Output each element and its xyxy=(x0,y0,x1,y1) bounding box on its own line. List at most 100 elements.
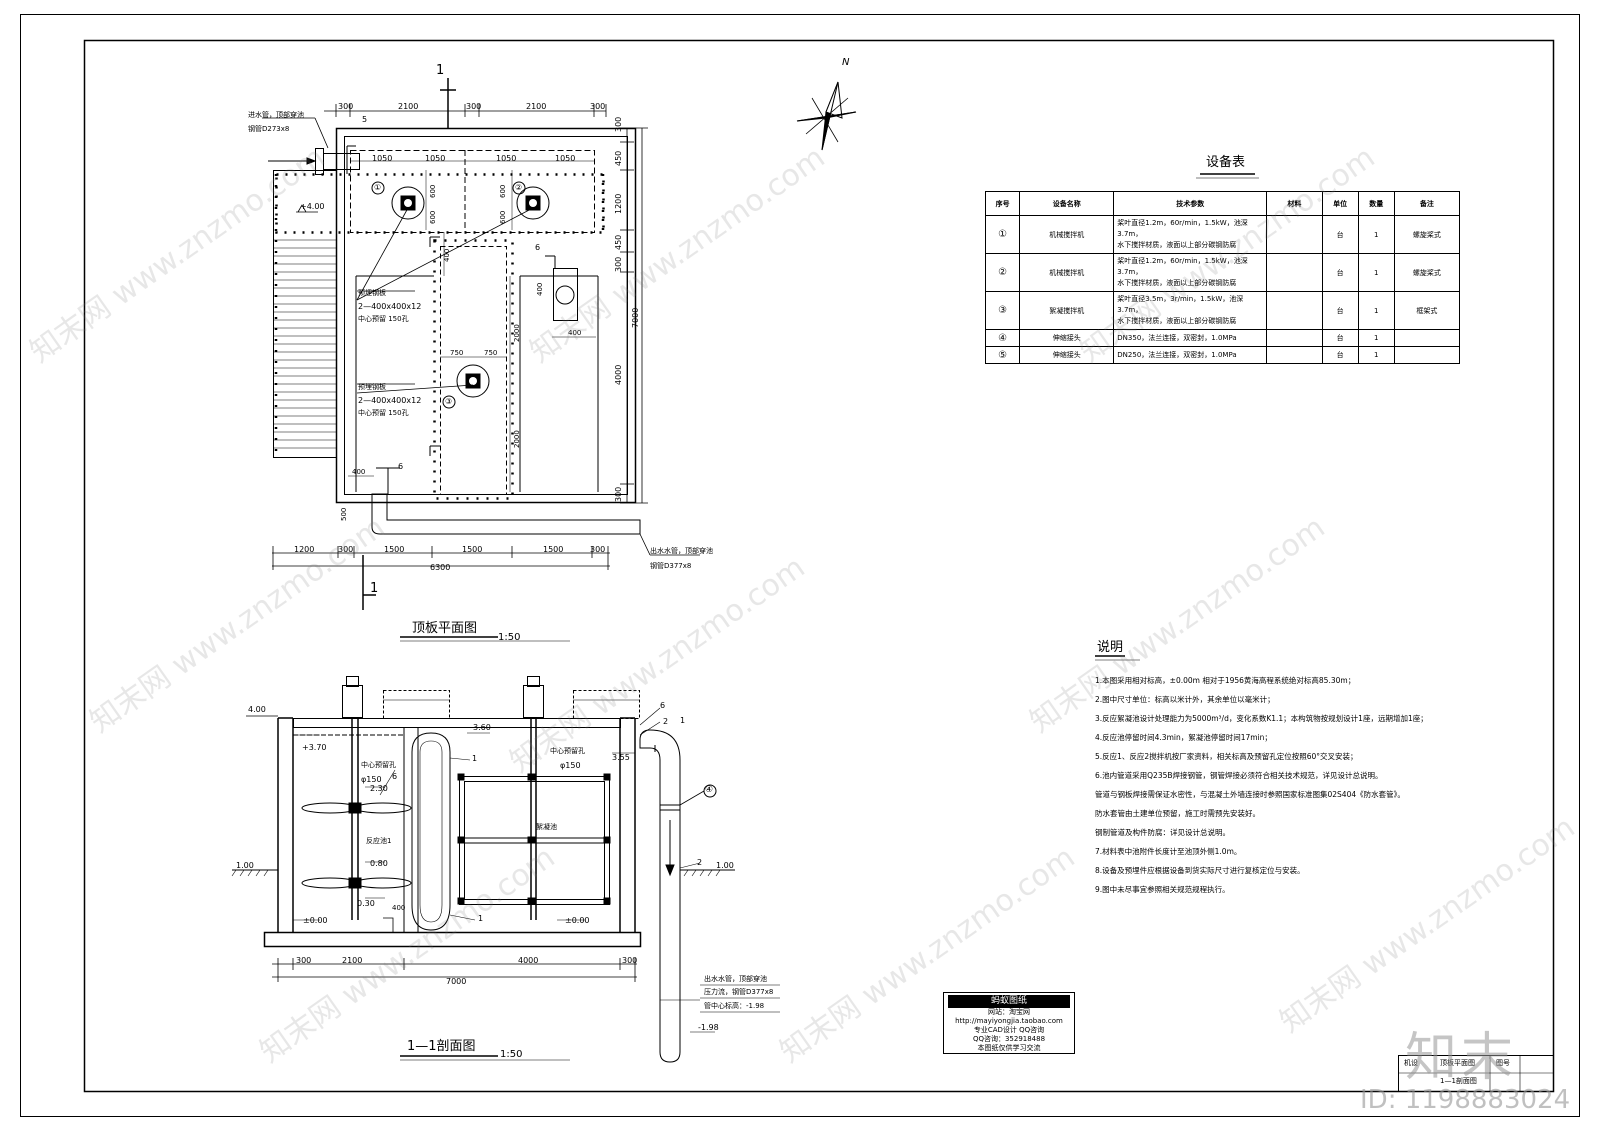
table-header: 备注 xyxy=(1393,191,1461,216)
section-scale: 1:50 xyxy=(500,1049,523,1060)
table-header: 序号 xyxy=(984,191,1021,216)
dim-bottom: 300 xyxy=(338,545,354,554)
section-mark-bottom: 1 xyxy=(370,581,379,596)
elev-label: 2.30 xyxy=(370,784,388,793)
notes-title: 说明 xyxy=(1097,640,1124,655)
callout-1: 1 xyxy=(680,716,686,725)
section-dim: 2100 xyxy=(342,956,363,965)
elev-label: 4.00 xyxy=(248,705,266,714)
callout-5: 5 xyxy=(362,115,368,124)
note-item: 7.材料表中池附件长度计至池顶外侧1.0m。 xyxy=(1095,847,1242,856)
callout-6: 6 xyxy=(535,243,541,252)
section-mark-top: 1 xyxy=(436,63,445,78)
plate-note: 中心预留 150孔 xyxy=(358,409,409,417)
tank-label: 絮凝池 xyxy=(536,823,557,831)
dim-inner: 2000 xyxy=(513,430,521,448)
outlet-pipe-spec: 钢管D377x8 xyxy=(650,562,692,570)
callout-1: 1 xyxy=(478,914,484,923)
section-dim-total: 7000 xyxy=(446,977,467,986)
dim-inner: 600 xyxy=(429,210,437,224)
outer-border xyxy=(20,14,1580,1117)
dim-top: 2100 xyxy=(398,102,419,111)
dim-right: 300 xyxy=(614,116,623,132)
note-item: 1.本图采用相对标高，±0.00m 相对于1956黄海高程系统绝对标高85.30… xyxy=(1095,676,1356,685)
notes-list: 1.本图采用相对标高，±0.00m 相对于1956黄海高程系统绝对标高85.30… xyxy=(1095,671,1428,899)
table-row: ⑤ 伸缩接头 DN250，法兰连接，双密封，1.0MPa 台 1 xyxy=(984,346,1461,364)
dim-inner: 400 xyxy=(568,329,582,337)
hole-diameter: φ150 xyxy=(560,761,581,770)
plate-note: 2—400x400x12 xyxy=(358,302,422,311)
tank-label: 反应池1 xyxy=(366,837,392,845)
plate-note: 预埋钢板 xyxy=(358,289,386,297)
dim-right: 300 xyxy=(614,486,623,502)
dim-inner: 400 xyxy=(443,248,451,262)
callout-2: 2 xyxy=(697,858,703,867)
dim-sub: 1050 xyxy=(555,154,576,163)
callout-6: 6 xyxy=(398,462,404,471)
north-arrow xyxy=(796,81,857,151)
dim-sub: 1050 xyxy=(425,154,446,163)
plate-note: 预埋钢板 xyxy=(358,383,386,391)
equipment-callout: ① xyxy=(374,183,382,192)
dim-bottom: 1500 xyxy=(543,545,564,554)
table-header: 数量 xyxy=(1357,191,1395,216)
elev-label: 0.30 xyxy=(357,899,375,908)
note-item: 3.反应絮凝池设计处理能力为5000m³/d，变化系数K1.1；本构筑物按规划设… xyxy=(1095,714,1428,723)
dim-right-total: 7000 xyxy=(631,307,640,328)
plan-scale: 1:50 xyxy=(498,632,521,643)
dim-inner: 600 xyxy=(429,184,437,198)
dim-top: 300 xyxy=(338,102,354,111)
section-dim: 300 xyxy=(296,956,312,965)
dim-right: 450 xyxy=(614,234,623,250)
vendor-stamp: 蚂蚁图纸 网站：淘宝网 http://mayiyongjia.taobao.co… xyxy=(943,992,1075,1054)
elev-label: 3.60 xyxy=(473,723,491,732)
dim-sub: 1050 xyxy=(496,154,517,163)
hole-label: 中心预留孔 xyxy=(550,747,585,755)
dim-inner: 600 xyxy=(499,184,507,198)
outlet-note: 出水水管，顶部穿池 xyxy=(704,975,767,983)
section-title: 1—1剖面图 xyxy=(407,1039,476,1054)
equipment-callout: ③ xyxy=(445,397,453,406)
dim-right: 4000 xyxy=(614,364,623,385)
dim-total: 6300 xyxy=(430,563,451,572)
plate-note: 中心预留 150孔 xyxy=(358,315,409,323)
elev-label: +3.70 xyxy=(302,743,327,752)
plan-title: 顶板平面图 xyxy=(412,621,478,636)
inlet-label: 进水管，顶部穿池 xyxy=(248,111,304,119)
note-item: 防水套管由土建单位预留，施工时需预先安装好。 xyxy=(1095,809,1260,818)
note-item: 6.池内管道采用Q235B焊接钢管，钢管焊接必须符合相关技术规范，详见设计总说明… xyxy=(1095,771,1383,780)
table-row: ④ 伸缩接头 DN350，法兰连接，双密封，1.0MPa 台 1 xyxy=(984,329,1461,347)
north-label: N xyxy=(842,57,850,68)
elev-label: 3.55 xyxy=(612,753,630,762)
section-dim: 4000 xyxy=(518,956,539,965)
dim-inner: 400 xyxy=(536,282,544,296)
image-id: ID: 1198883024 xyxy=(1360,1085,1571,1115)
outlet-note: 管中心标高：-1.98 xyxy=(704,1002,765,1010)
elev-label: ±0.00 xyxy=(565,916,590,925)
dim-right: 1200 xyxy=(614,193,623,214)
callout-6: 6 xyxy=(392,772,398,781)
outlet-label: 出水水管，顶部穿池 xyxy=(650,547,713,555)
title-block xyxy=(1398,1055,1554,1092)
inner-border xyxy=(83,39,1555,1093)
note-item: 5.反应1、反应2搅拌机按厂家资料，相关标高及预留孔定位按照60°交叉安装； xyxy=(1095,752,1358,761)
elev-label: 0.80 xyxy=(370,859,388,868)
titleblock-text: 1—1剖面图 xyxy=(1440,1077,1477,1085)
elev-label: -1.98 xyxy=(698,1023,719,1032)
note-item: 8.设备及预埋件应根据设备到货实际尺寸进行复核定位与安装。 xyxy=(1095,866,1305,875)
section-view xyxy=(231,676,780,1063)
dim-bottom: 1500 xyxy=(462,545,483,554)
stamp-line: QQ咨询：352918488 xyxy=(972,1035,1046,1043)
dim-inner: 400 xyxy=(352,468,366,476)
plate-note: 2—400x400x12 xyxy=(358,396,422,405)
equipment-table-title: 设备表 xyxy=(1206,155,1246,170)
outlet-note: 压力流，钢管D377x8 xyxy=(704,988,774,996)
plan-elevation: +4.00 xyxy=(300,202,325,211)
dim-top: 300 xyxy=(466,102,482,111)
dim-right: 450 xyxy=(614,150,623,166)
dim-bottom: 1500 xyxy=(384,545,405,554)
callout-4: ④ xyxy=(705,785,714,795)
elev-label: ±0.00 xyxy=(303,916,328,925)
elev-label: 1.00 xyxy=(716,861,734,870)
